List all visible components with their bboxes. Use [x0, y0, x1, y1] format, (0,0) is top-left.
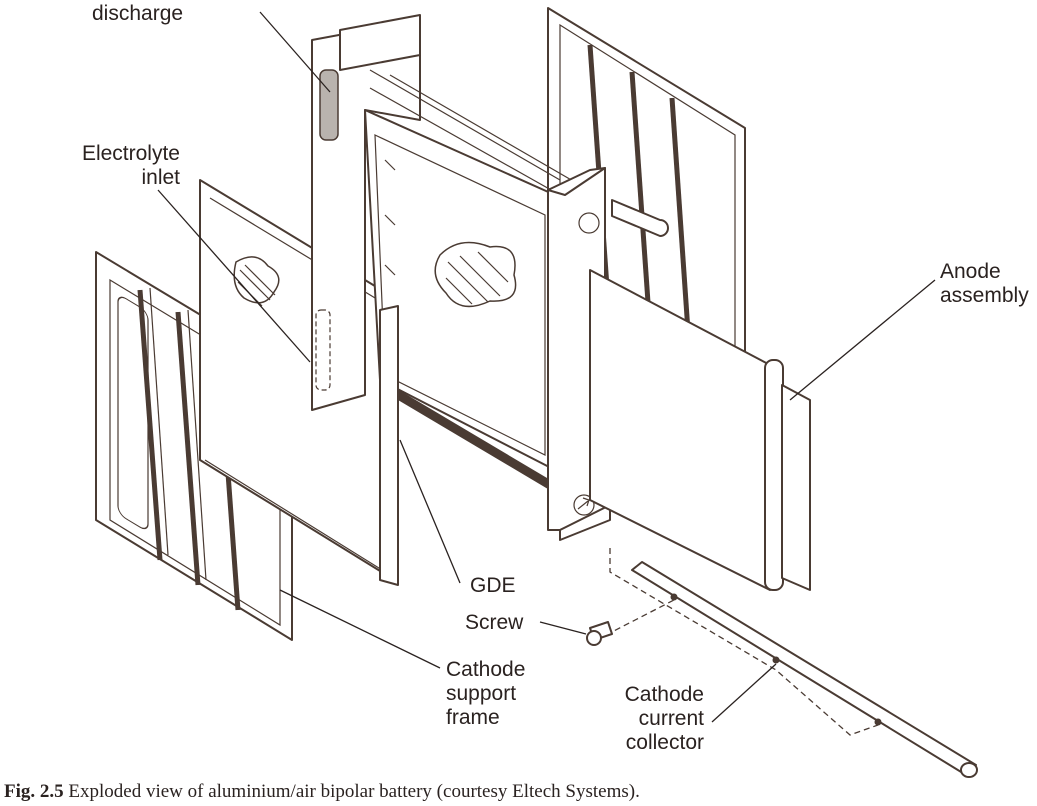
- figure-caption: Fig. 2.5 Exploded view of aluminium/air …: [4, 781, 640, 803]
- label-cathode-support-frame-line-1: Cathode: [446, 658, 526, 681]
- label-screw: Screw: [465, 611, 523, 635]
- label-anode-assembly-line-2: assembly: [940, 284, 1029, 307]
- anode-plate: [589, 269, 811, 591]
- leader-lines: [157, 11, 936, 723]
- caption-number: Fig. 2.5: [4, 781, 64, 802]
- screw: [586, 621, 613, 646]
- label-cathode-current-collector-line-3: collector: [625, 731, 704, 754]
- label-cathode-current-collector-line-1: Cathode: [624, 683, 704, 706]
- label-discharge-line-1: discharge: [92, 2, 184, 25]
- caption-text: Exploded view of aluminium/air bipolar b…: [68, 781, 640, 802]
- label-anode-assembly-line-1: Anode: [940, 260, 1001, 283]
- label-gde: GDE: [470, 574, 516, 598]
- label-cathode-current-collector-line-2: current: [638, 707, 704, 730]
- current-collector: [605, 548, 978, 778]
- label-electrolyte-inlet-line-1: Electrolyte: [81, 142, 180, 165]
- label-discharge: discharge: [92, 2, 183, 26]
- label-cathode-current-collector: Cathode current collector: [600, 683, 704, 755]
- label-screw-line-1: Screw: [465, 611, 524, 634]
- cell-frame: [311, 14, 581, 586]
- label-cathode-support-frame-line-3: frame: [446, 706, 500, 729]
- label-electrolyte-inlet: Electrolyte inlet: [60, 142, 180, 190]
- label-anode-assembly: Anode assembly: [940, 260, 1029, 308]
- label-cathode-support-frame-line-2: support: [446, 682, 517, 705]
- label-electrolyte-inlet-line-2: inlet: [141, 166, 180, 189]
- label-cathode-support-frame: Cathode support frame: [446, 658, 525, 730]
- label-gde-line-1: GDE: [470, 574, 516, 597]
